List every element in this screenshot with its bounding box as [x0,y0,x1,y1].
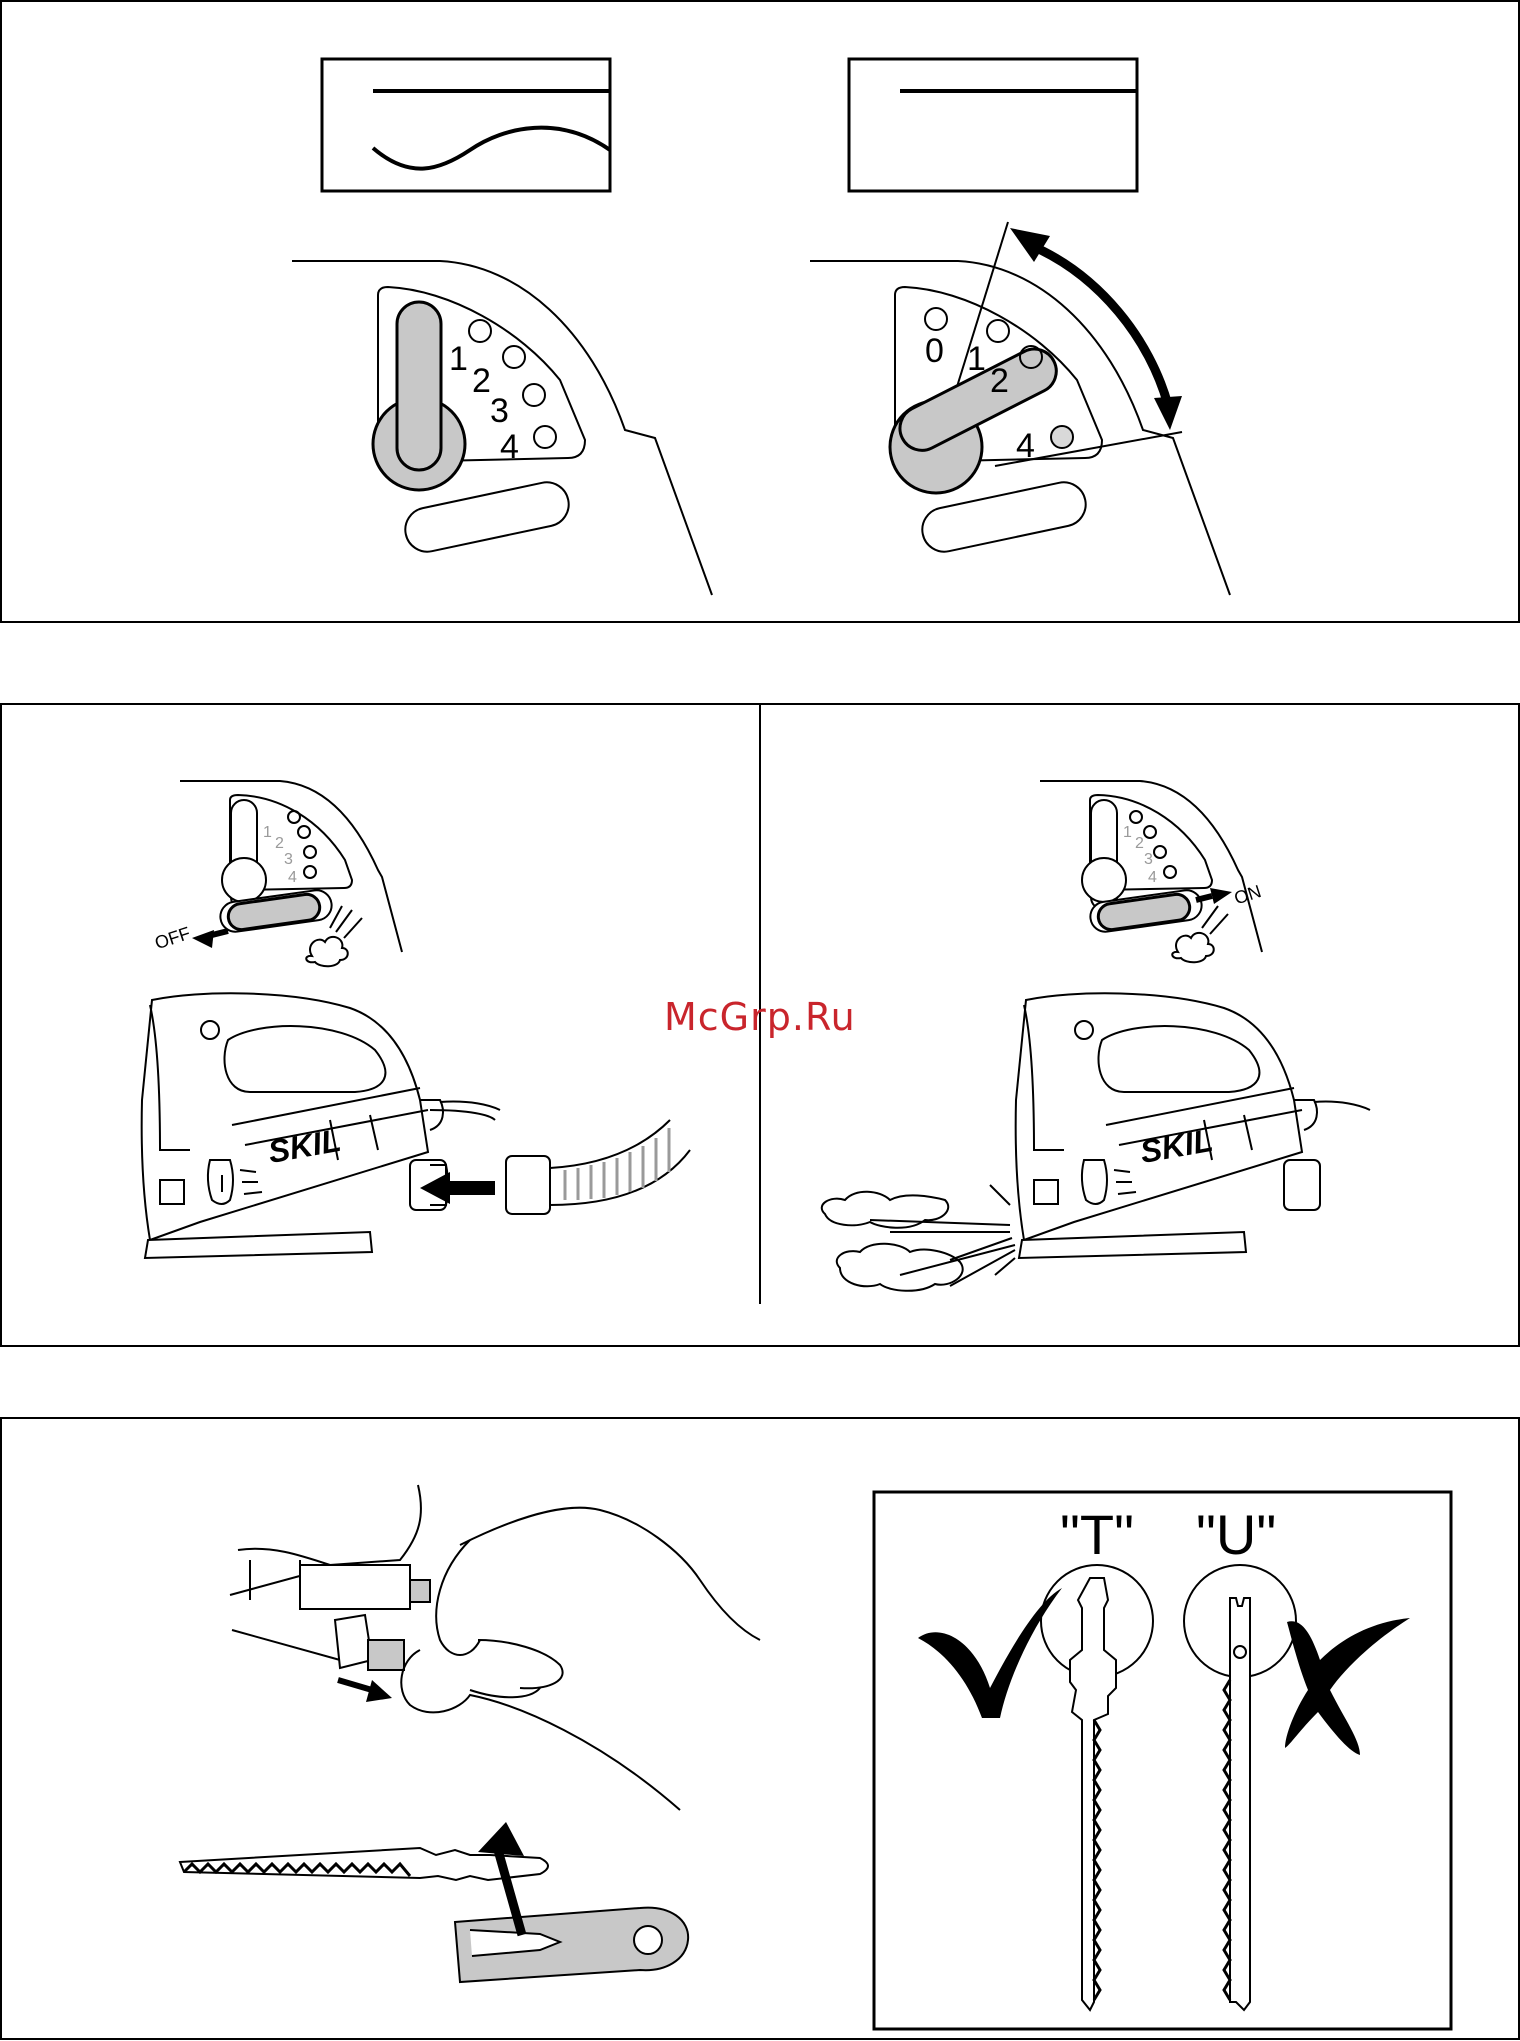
switch-label-on: ON [1232,881,1264,908]
watermark: McGrp.Ru [664,995,880,1051]
hand-releasing-clamp [230,1485,760,1810]
dial-number: 3 [1144,851,1153,868]
dial-number: 1 [449,340,468,378]
shank-type-u-label: "U" [1196,1503,1276,1566]
t-shank-blade [1041,1565,1153,2010]
curved-double-arrow [1010,228,1182,430]
dial-number: 1 [967,340,986,378]
dial-number: 2 [990,362,1009,400]
dial-number: 2 [1135,835,1144,852]
cut-line-box-orbital [322,59,610,191]
blade-tool-key [455,1822,688,1982]
dial-number: 1 [1123,824,1132,841]
lever-left [373,302,465,490]
shank-type-t-label: "T" [1060,1503,1134,1566]
dial-number: 4 [1016,427,1035,465]
dial-number: 4 [288,869,297,886]
dial-number: 0 [925,332,944,370]
cut-line-box-straight [849,59,1137,191]
shank-comparison-box [874,1492,1451,2029]
dial-numbers-small-left: 1 2 3 4 [263,824,297,886]
blower-clouds [822,1185,1015,1291]
dial-number: 1 [263,824,272,841]
dial-number: 4 [1148,869,1157,886]
checkmark-icon [918,1588,1062,1718]
switch-label-off: OFF [152,923,192,953]
u-shank-blade [1184,1565,1296,2010]
switch-off-left [192,893,321,948]
dial-number: 3 [490,392,509,430]
dial-number: 2 [472,362,491,400]
panel-blade: "T" "U" [1,1418,1519,2039]
dial-number: 3 [284,851,293,868]
panel-orbital-frame [1,1,1519,622]
cross-icon [1285,1618,1410,1755]
vacuum-hose [420,1120,690,1214]
dial-numbers-small-right: 1 2 3 4 [1123,824,1157,886]
dial-number: 2 [275,835,284,852]
arrow-right-small [338,1680,392,1702]
dial-number: 4 [500,428,519,466]
panel-orbital: 1 2 3 4 0 1 2 4 [1,1,1519,622]
